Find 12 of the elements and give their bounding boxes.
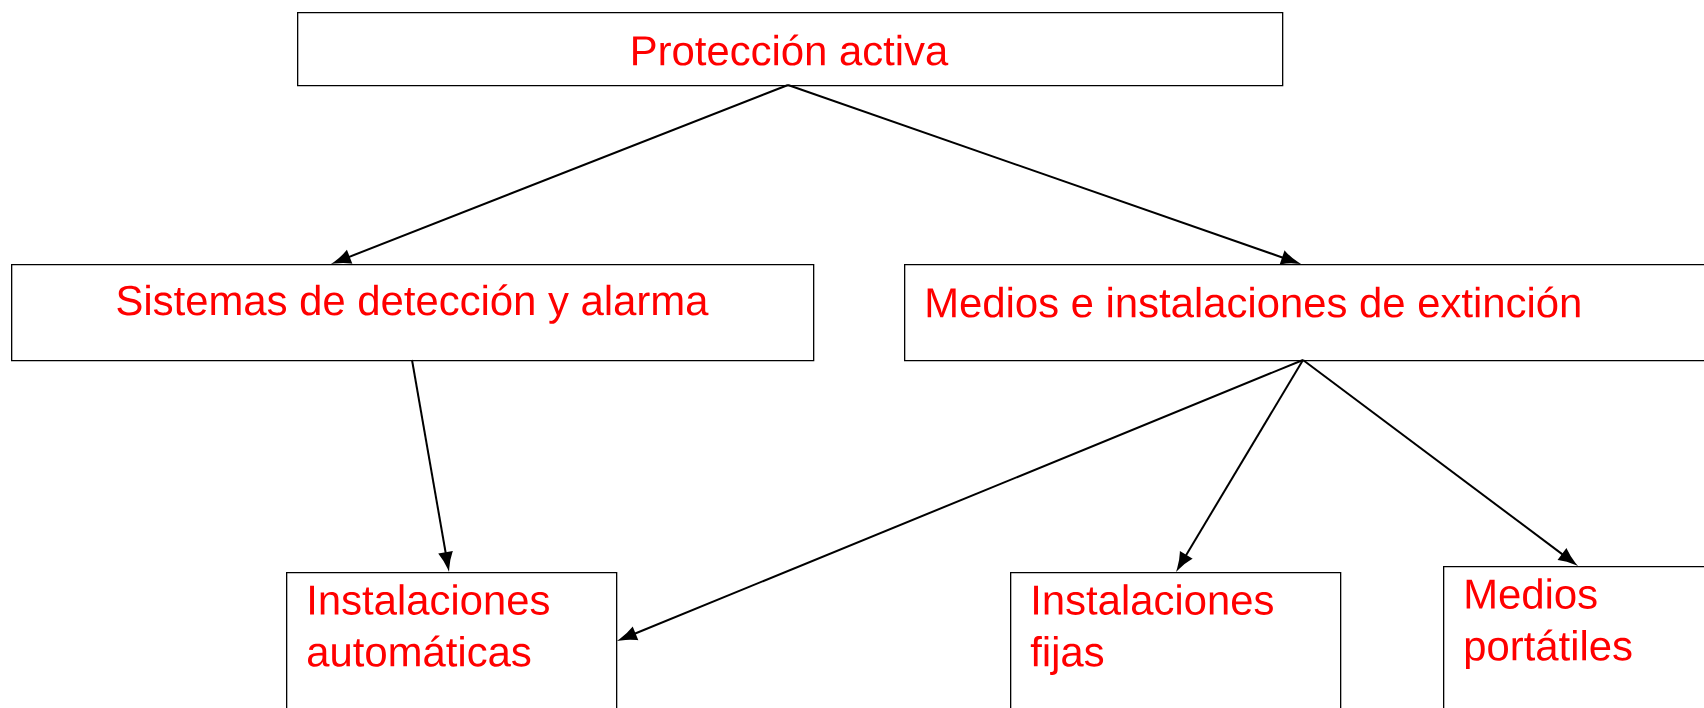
arrow [787,84,1299,265]
arrow [619,359,1304,641]
arrow [333,84,789,264]
arrow [1177,359,1304,570]
process-box: Medios portátiles [1443,566,1704,708]
process-box: Instalaciones automáticas [286,572,618,708]
process-box: Protección activa [297,12,1284,87]
arrow [411,359,453,569]
process-box: Instalaciones fijas [1010,572,1342,708]
arrow [1302,359,1576,565]
process-box: Sistemas de detección y alarma [11,264,815,362]
process-box: Medios e instalaciones de extinción [904,264,1704,362]
